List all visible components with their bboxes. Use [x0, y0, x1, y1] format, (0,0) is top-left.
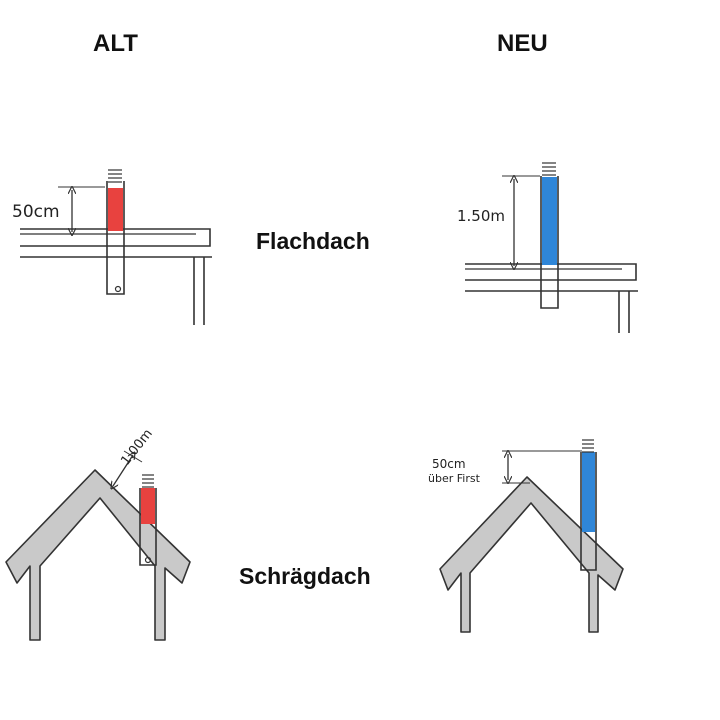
old-pitched-chimney-cap — [142, 474, 154, 488]
new-pitched-house-outline — [439, 476, 624, 633]
old-flat-roof-drawing: 50cm — [12, 169, 212, 325]
old-pitched-house-outline — [5, 469, 191, 641]
new-flat-dimension-text: 1.50m — [457, 207, 505, 225]
old-pitched-roof-drawing: 1.00m — [5, 426, 191, 641]
old-flat-dimension-text: 50cm — [12, 202, 60, 222]
old-flat-roof-slab — [20, 228, 211, 247]
new-flat-chimney-pipe — [540, 176, 559, 309]
old-flat-chimney-pipe — [106, 181, 125, 295]
new-pitched-roof-drawing: 50cm über First — [428, 439, 624, 633]
new-pitched-dimension-text-2: über First — [428, 472, 481, 485]
old-flat-chimney-red-section — [108, 188, 123, 231]
old-pitched-dimension-line — [113, 455, 133, 486]
column-heading-new: NEU — [497, 30, 548, 57]
old-flat-chimney-cap — [108, 169, 122, 183]
old-pitched-dimension-text: 1.00m — [118, 426, 155, 468]
new-pitched-chimney-cap — [582, 439, 594, 453]
old-pitched-chimney-pipe — [139, 488, 157, 566]
old-pitched-chimney-red-section — [141, 488, 155, 524]
new-pitched-dimension-text-1: 50cm — [432, 457, 466, 471]
new-pitched-chimney-blue-section — [582, 452, 595, 532]
new-flat-chimney-cap — [542, 162, 556, 176]
new-flat-roof-slab — [465, 263, 637, 281]
new-flat-chimney-blue-section — [542, 177, 557, 265]
old-flat-wall — [193, 257, 205, 325]
new-flat-roof-drawing: 1.50m — [457, 162, 638, 333]
new-flat-wall — [618, 291, 630, 333]
pitched-roof-label: Schrägdach — [239, 563, 371, 589]
new-pitched-chimney-pipe — [580, 452, 597, 571]
column-heading-old: ALT — [93, 30, 138, 57]
flat-roof-label: Flachdach — [256, 228, 370, 254]
